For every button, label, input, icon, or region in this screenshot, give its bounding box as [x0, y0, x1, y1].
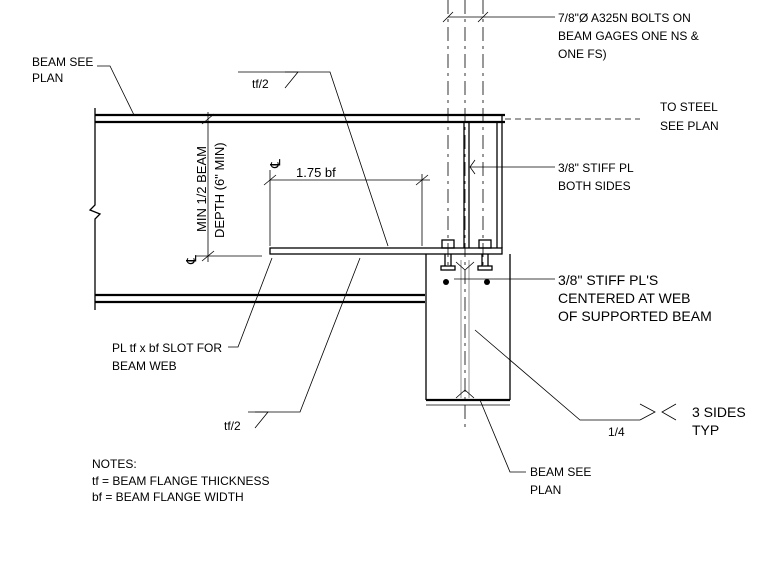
centerlines: [447, 0, 640, 430]
min-depth-line1: MIN 1/2 BEAM: [194, 146, 209, 232]
stiffener-plates: [463, 115, 503, 248]
three-sides-line2: TYP: [692, 422, 719, 438]
stiff-pl-line2: BOTH SIDES: [558, 179, 631, 193]
min-depth-line2: DEPTH (6" MIN): [212, 142, 227, 238]
leaders: [97, 16, 677, 473]
supported-beam: [88, 108, 505, 310]
centerline-symbol-top: ℄: [267, 159, 283, 169]
bolts: [440, 239, 493, 285]
weld-size-label: 1/4: [608, 425, 625, 439]
dimensions: [196, 11, 489, 262]
centerline-symbol-left: ℄: [183, 255, 199, 265]
stiff-pls-line1: 3/8" STIFF PL'S: [558, 272, 658, 288]
pl-slot-line2: BEAM WEB: [112, 359, 177, 373]
tf2-top-label: tf/2: [252, 77, 269, 91]
to-steel-line2: SEE PLAN: [660, 119, 719, 133]
beam-see-plan-top-line2: PLAN: [32, 71, 63, 85]
beam-see-plan-top-line1: BEAM SEE: [32, 55, 93, 69]
stiff-pls-line2: CENTERED AT WEB: [558, 290, 691, 306]
three-sides-line1: 3 SIDES: [692, 404, 746, 420]
stiff-pls-line3: OF SUPPORTED BEAM: [558, 308, 712, 324]
beam-see-plan-bottom-line1: BEAM SEE: [530, 465, 591, 479]
dimension-175-bf: 1.75 bf: [296, 165, 336, 180]
bolts-note-line1: 7/8"Ø A325N BOLTS ON: [558, 11, 691, 25]
to-steel-line1: TO STEEL: [660, 100, 718, 114]
notes-line1: tf = BEAM FLANGE THICKNESS: [92, 474, 270, 488]
tf2-bottom-label: tf/2: [224, 419, 241, 433]
bolts-note-line3: ONE FS): [558, 47, 607, 61]
notes-title: NOTES:: [92, 457, 137, 471]
bolts-note-line2: BEAM GAGES ONE NS &: [558, 29, 699, 43]
stiff-pl-line1: 3/8" STIFF PL: [558, 161, 634, 175]
pl-slot-line1: PL tf x bf SLOT FOR: [112, 341, 222, 355]
horizontal-plate: [269, 247, 503, 255]
beam-see-plan-bottom-line2: PLAN: [530, 483, 561, 497]
text-labels: 7/8"Ø A325N BOLTS ON BEAM GAGES ONE NS &…: [32, 11, 746, 504]
notes-line2: bf = BEAM FLANGE WIDTH: [92, 490, 244, 504]
supporting-member: [425, 254, 511, 406]
